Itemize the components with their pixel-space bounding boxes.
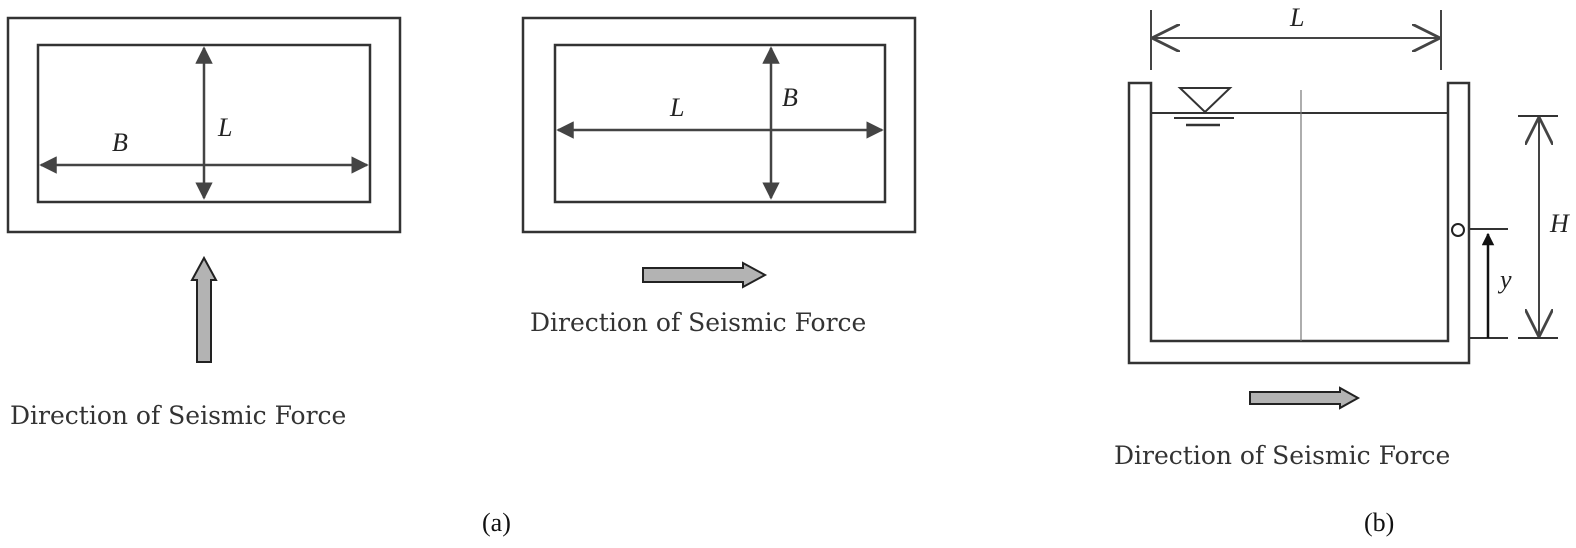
inner-wall — [553, 43, 887, 204]
l-label: L — [1289, 3, 1304, 32]
tank-walls — [1127, 81, 1471, 365]
water-level-icon — [1174, 87, 1234, 127]
outer-wall — [6, 16, 402, 234]
caption-left: Direction of Seismic Force — [10, 401, 346, 430]
l-label: L — [669, 93, 684, 122]
seismic-force-arrow-right — [642, 261, 768, 289]
tank-plan-left: B L Direction of Seismic Force — [6, 16, 402, 430]
sub-label-a: (a) — [482, 508, 511, 537]
seismic-force-arrow-up — [190, 255, 218, 363]
seismic-force-arrow-right — [1249, 386, 1361, 410]
caption-b: Direction of Seismic Force — [1114, 441, 1450, 470]
b-label: B — [782, 83, 798, 112]
tank-plan-right: L B Direction of Seismic Force — [521, 16, 917, 337]
inner-wall — [36, 43, 372, 204]
b-label: B — [112, 128, 128, 157]
h-label: H — [1549, 209, 1570, 238]
tank-section: L y H Direction of Seismic Force — [1114, 3, 1570, 470]
caption-right: Direction of Seismic Force — [530, 308, 866, 337]
l-label: L — [217, 113, 232, 142]
pressure-point-marker — [1451, 223, 1465, 237]
outer-wall — [521, 16, 917, 234]
sub-label-b: (b) — [1364, 508, 1394, 537]
y-label: y — [1497, 265, 1512, 294]
